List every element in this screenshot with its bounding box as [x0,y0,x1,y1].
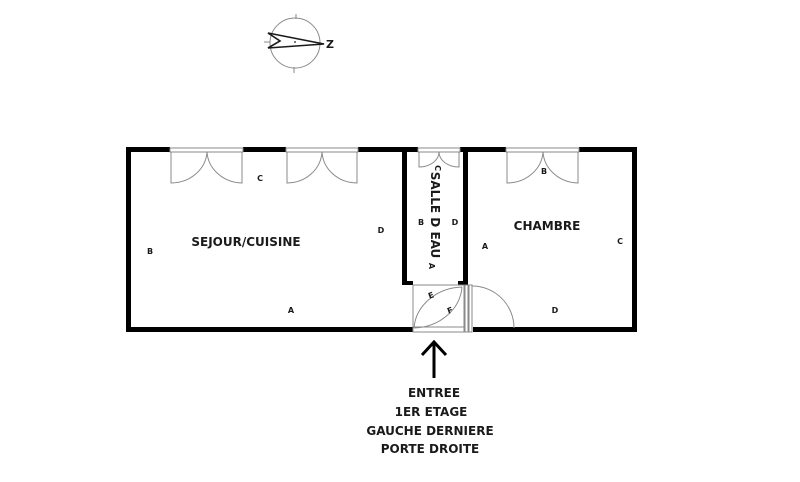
room-label-salle-d-eau: SALLE D EAU [428,172,442,259]
window-leaf-right [542,151,579,184]
wall-sde-bottom-right [458,281,468,285]
window-sejour-1 [169,147,244,153]
compass-arrow-icon [267,32,325,49]
wall-letter-sejour-bottom: A [288,306,295,315]
window-sde [417,147,461,153]
entrance-line-4: PORTE DROITE [381,442,480,456]
wall-top-3 [358,147,418,152]
compass-center [294,41,296,43]
walls [126,147,637,332]
wall-letter-sde-right: D [452,218,459,227]
wall-sde-left [402,147,407,285]
window-leaf-left [170,151,208,184]
chambre-door-swing [471,285,515,329]
entrance-line-3: GAUCHE DERNIERE [366,424,493,438]
window-leaf-left [506,151,544,184]
wall-letter-sejour-left: B [147,247,153,256]
wall-letter-chambre-left: A [482,242,489,251]
window-leaf-left [418,151,440,168]
wall-bottom-left [126,327,414,332]
wall-letter-chambre-right: C [617,237,623,246]
entry-door-swing-f [413,286,463,329]
entry-letter-f: F [446,305,454,315]
window-leaf-left [286,151,323,184]
entry-letter-e: E [427,290,435,300]
window-leaf-right [321,151,358,184]
wall-right [632,147,637,332]
wall-letter-sejour-right: D [378,226,385,235]
window-sejour-2 [285,147,359,153]
entrance-arrow-head [420,339,448,357]
wall-top-2 [243,147,286,152]
wall-top-4 [460,147,506,152]
wall-sde-right [463,147,468,285]
wall-letter-chambre-top: B [541,167,547,176]
chambre-door-frame [464,284,469,333]
wall-letter-sde-bottom: A [427,263,436,270]
entrance-arrow-icon [420,339,448,378]
wall-left [126,147,131,332]
window-leaf-right [438,151,460,168]
window-chambre [505,147,580,153]
wall-sde-bottom-left [402,281,413,285]
compass: Z [264,14,334,73]
chambre-door-frame-2 [468,284,473,333]
windows [169,147,580,184]
entry-door-swing-e [413,286,463,329]
wall-bottom-right [473,327,637,332]
wall-top-1 [126,147,170,152]
entry-hall [412,284,515,333]
wall-letter-sejour-top: C [257,174,263,183]
entrance-line-2: 1ER ETAGE [395,405,468,419]
wall-letter-sde-top: C [433,165,442,171]
entry-door-threshold [412,326,465,333]
entrance-line-1: ENTREE [408,386,460,400]
wall-letter-sde-left: B [418,218,424,227]
room-label-chambre: CHAMBRE [514,219,581,233]
room-label-sejour-cuisine: SEJOUR/CUISINE [191,235,300,249]
compass-north-label: Z [326,38,334,51]
wall-letter-chambre-bottom: D [552,306,559,315]
window-leaf-right [206,151,243,184]
wall-top-5 [579,147,637,152]
